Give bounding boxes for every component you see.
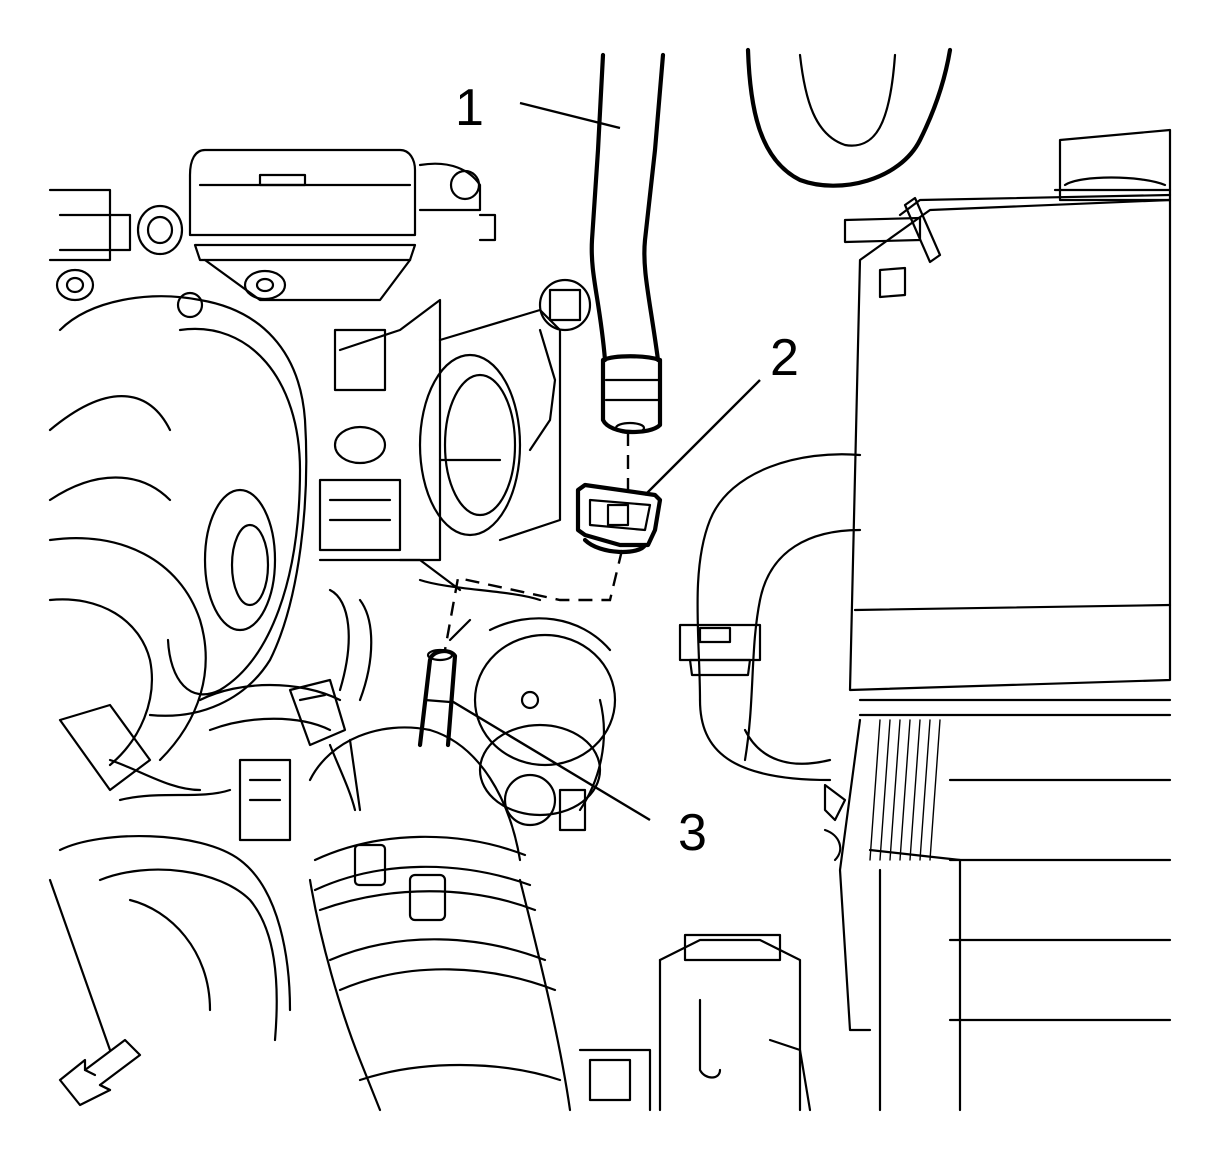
vent-pipe-part-3	[417, 648, 458, 748]
leader-line-2	[644, 379, 761, 496]
callout-2: 2	[770, 329, 799, 387]
callout-3: 3	[678, 804, 707, 862]
radiator-hoses-right	[678, 47, 953, 862]
coolant-hoses-lower-left	[48, 537, 373, 1052]
intake-duct	[308, 578, 617, 1112]
electrical-connector	[288, 678, 362, 812]
reservoir-neck	[578, 933, 812, 1112]
leader-line-3	[449, 698, 651, 822]
bolt-icon	[243, 269, 287, 301]
leader-line-1	[519, 101, 621, 130]
coolant-reservoir	[838, 128, 1172, 1112]
engine-assembly-left	[48, 148, 592, 717]
assembly-dashed-line	[443, 432, 630, 651]
front-direction-arrow-icon	[58, 1038, 142, 1107]
callout-1: 1	[455, 79, 484, 137]
hose-clamp-part-2	[575, 482, 663, 555]
hose-part-1	[589, 52, 666, 435]
